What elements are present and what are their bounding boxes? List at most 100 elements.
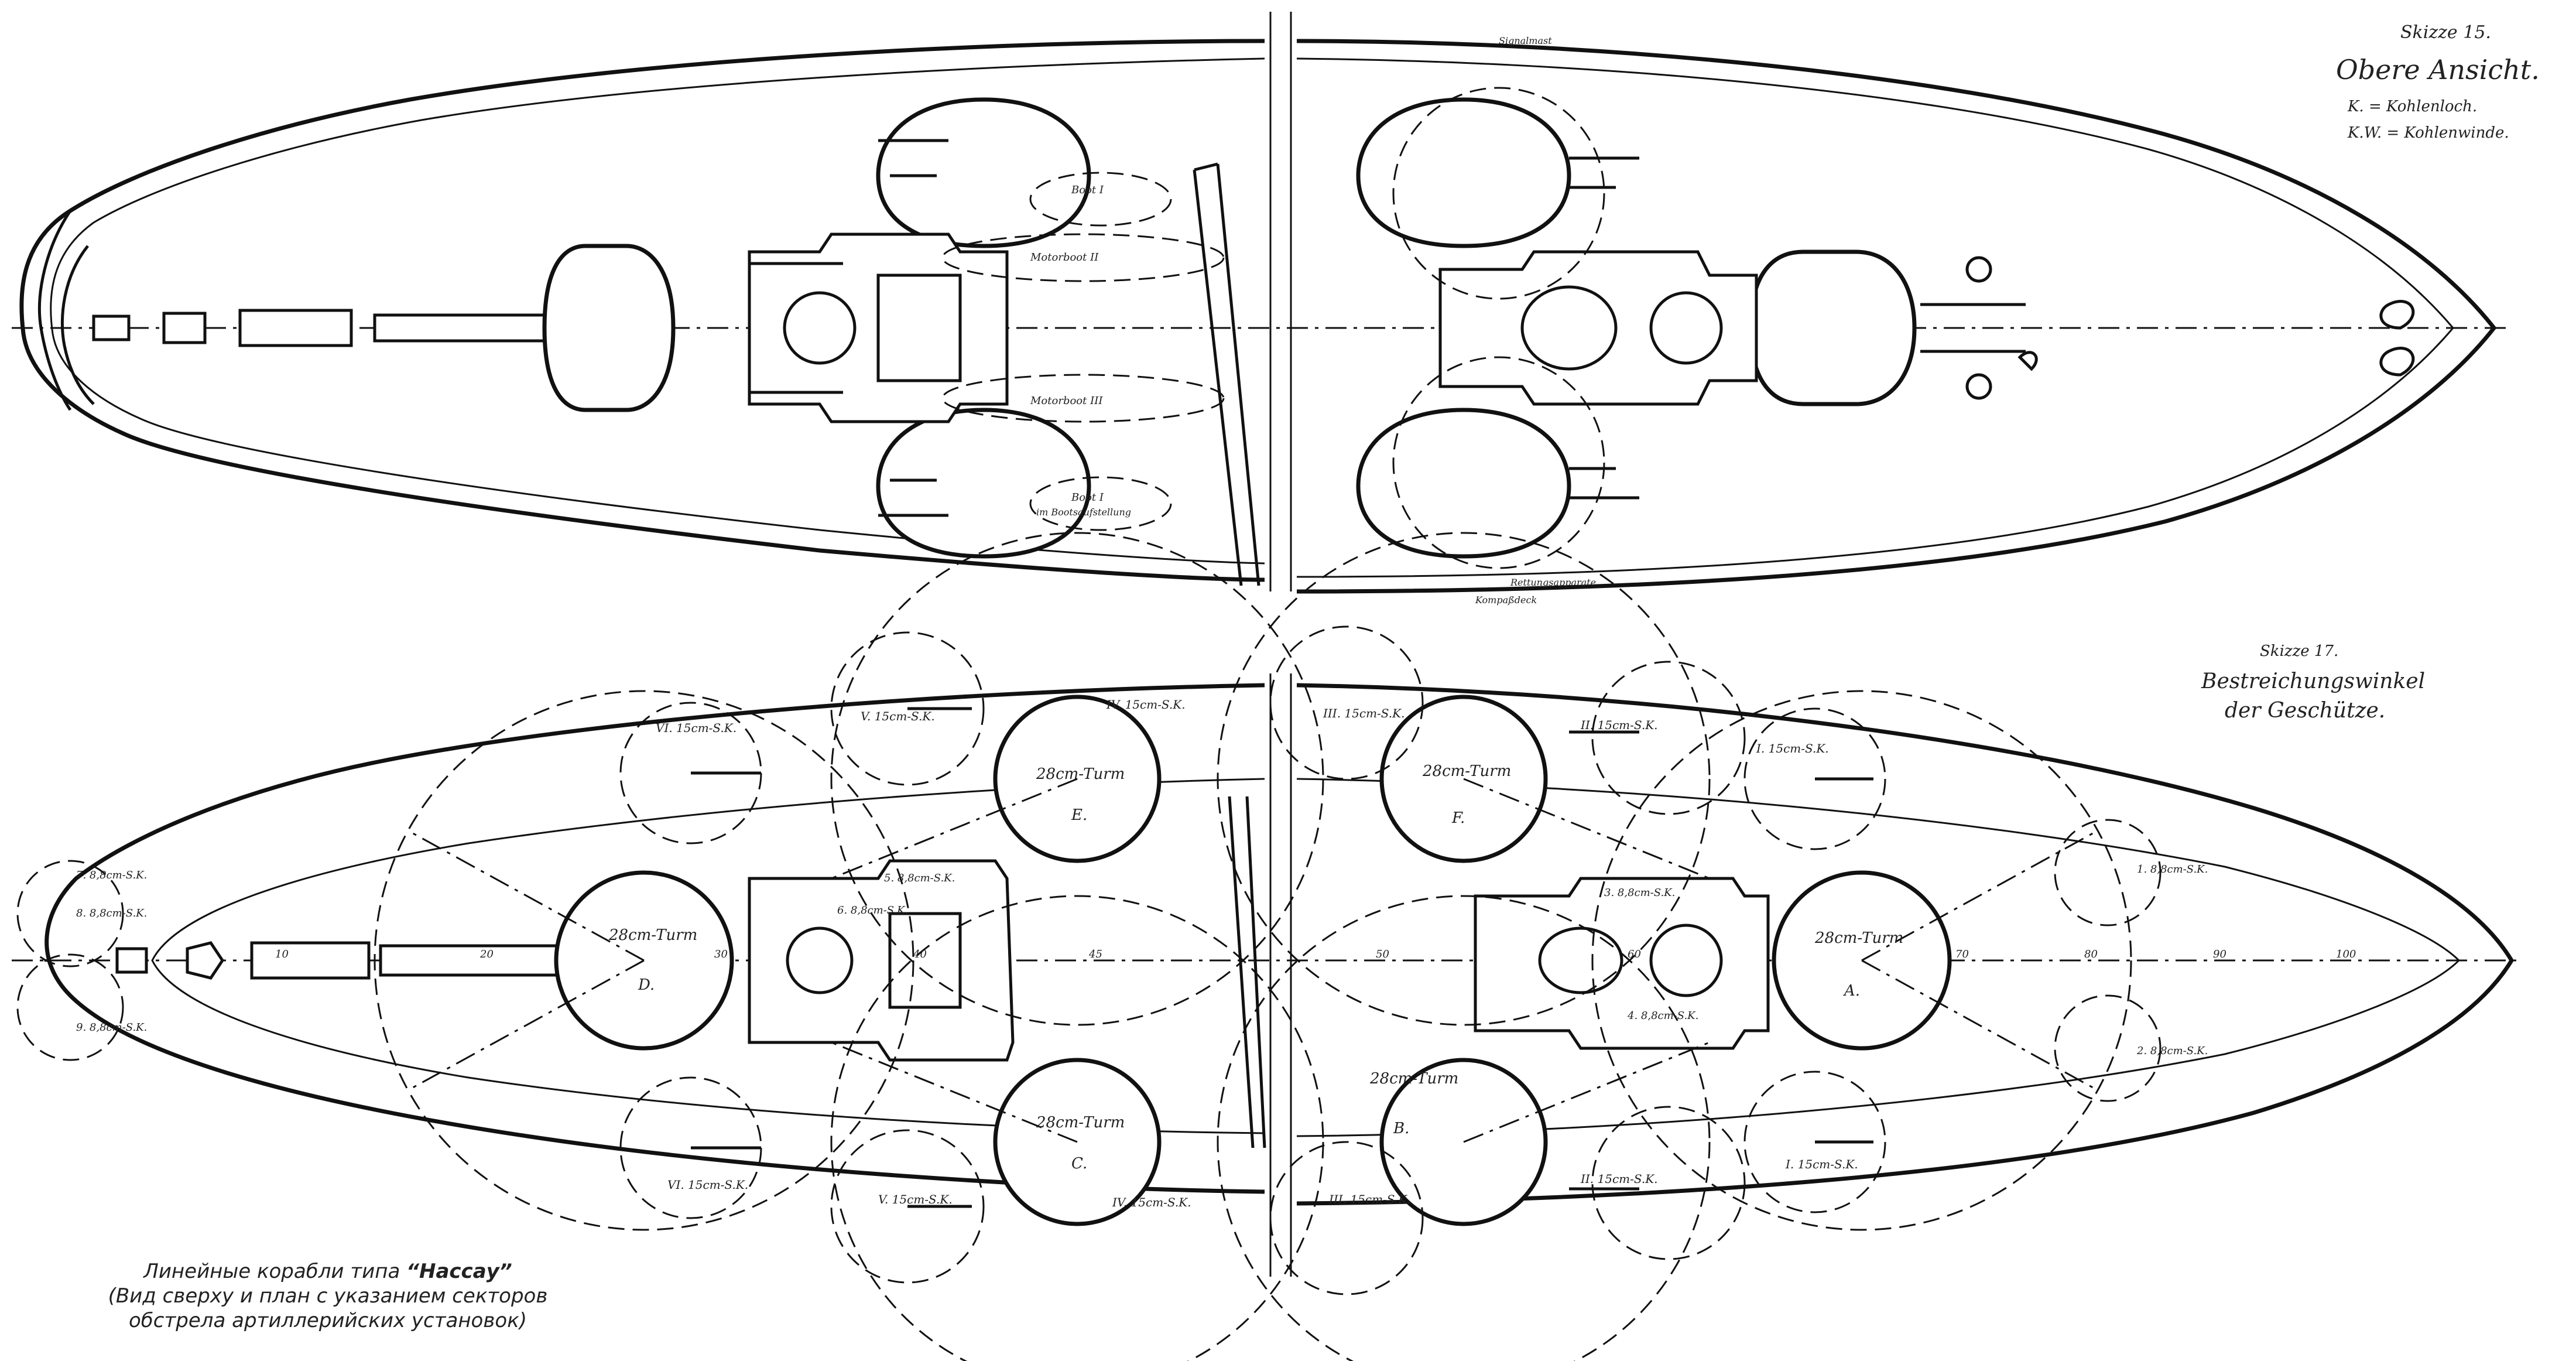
top-funnel-aft: [1649, 291, 1723, 365]
top-turret-fore: [542, 244, 676, 412]
top-label-signalmast: Signalmast: [1499, 35, 1552, 46]
top-stern-ring-1: [1965, 256, 1992, 283]
top-crane-left: [1193, 162, 1260, 586]
gun-label-15cm-i-port: I. 15cm-S.K.: [1756, 741, 1829, 755]
bottom-turret-label-a: 28cm-Turm: [1814, 929, 1903, 947]
gun-label-15cm-v-stbd: V. 15cm-S.K.: [878, 1192, 953, 1206]
top-turret-port-right: [1356, 97, 1571, 248]
gun-label-15cm-v-port: V. 15cm-S.K.: [861, 709, 935, 723]
frame-mark-60: 60: [1628, 948, 1641, 960]
bottom-turret-letter-e: E.: [1071, 806, 1087, 824]
top-bridge-block: [876, 273, 962, 382]
bottom-bow-fitting-2: [186, 941, 225, 980]
bottom-arc-rays: [409, 778, 2097, 1143]
gun-label-88-5: 5. 8,8cm-S.K.: [884, 872, 955, 884]
caption-line-1: Линейные корабли типа “Нассау”: [64, 1259, 591, 1284]
top-anchor-gear: [92, 314, 131, 341]
gun-label-88-9: 9. 8,8cm-S.K.: [76, 1021, 147, 1034]
caption-prefix: Линейные корабли типа: [143, 1260, 407, 1283]
top-turret-aft: [1748, 249, 1917, 406]
bottom-crane: [1228, 796, 1266, 1148]
caption-line-2: (Вид сверху и план с указанием секторов: [108, 1284, 548, 1308]
bottom-turret-letter-a: A.: [1843, 982, 1860, 1000]
bottom-bow-deckhouse: [250, 941, 371, 980]
gun-label-15cm-ii-port: II. 15cm-S.K.: [1580, 718, 1658, 732]
caption-line-3: обстрела артиллерийских установок): [129, 1309, 527, 1332]
top-turret-port-left: [876, 97, 1091, 248]
top-sheet-title: Obere Ansicht.: [2336, 54, 2540, 86]
gun-label-88-2: 2. 8,8cm-S.K.: [2136, 1045, 2208, 1057]
top-boat-4: [1029, 476, 1172, 531]
gun-label-15cm-ii-stbd: II. 15cm-S.K.: [1580, 1172, 1658, 1186]
gun-label-88-7: 7. 8,8cm-S.K.: [76, 869, 147, 881]
gun-label-15cm-iii-port: III. 15cm-S.K.: [1323, 706, 1405, 720]
frame-mark-45: 45: [1088, 948, 1102, 960]
frame-mark-50: 50: [1376, 948, 1389, 960]
bottom-hull-right: [1296, 683, 2515, 1206]
top-secondary-guns-right: [1569, 156, 2026, 500]
bottom-sheet-title-1: Bestreichungswinkel: [2201, 669, 2425, 693]
gun-label-15cm-i-stbd: I. 15cm-S.K.: [1785, 1157, 1858, 1171]
top-boat-3: [1029, 172, 1172, 227]
frame-mark-30: 30: [714, 948, 728, 960]
bottom-arcs-of-fire: [16, 532, 2161, 1361]
bottom-gun-barrel-fwd: [379, 944, 570, 977]
top-stern-fairlead-1: [2017, 351, 2038, 371]
bottom-bridge-left: [888, 912, 962, 1009]
top-hull-left-inner: [50, 57, 1265, 565]
bottom-bridge-aft: [1538, 926, 1623, 994]
top-bridge-aft: [1520, 285, 1618, 371]
gun-label-15cm-vi-port: VI. 15cm-S.K.: [656, 721, 737, 735]
top-sheet-legend-1: K. = Kohlenloch.: [2347, 98, 2477, 115]
top-label-boot-i: Boot I: [1071, 184, 1104, 196]
top-stern-bitt-2: [2379, 347, 2415, 377]
frame-mark-90: 90: [2213, 948, 2226, 960]
bottom-turret-letter-d: D.: [638, 976, 655, 994]
frame-mark-70: 70: [1955, 948, 1969, 960]
bottom-turret-letter-c: C.: [1071, 1155, 1087, 1172]
bottom-sheet-number: Skizze 17.: [2260, 642, 2338, 660]
top-secondary-guns-left: [749, 139, 948, 517]
bottom-secondary-guns: [691, 707, 1873, 1208]
bottom-sheet-title-2: der Geschütze.: [2225, 699, 2385, 723]
gun-label-15cm-iv-port: IV. 15cm-S.K.: [1106, 697, 1186, 712]
bottom-turret-label-d: 28cm-Turm: [608, 926, 697, 944]
gun-label-88-4: 4. 8,8cm-S.K.: [1627, 1010, 1698, 1022]
top-hull-left: [19, 39, 1265, 582]
bottom-turret-label-b: 28cm-Turm: [1369, 1070, 1458, 1088]
top-turret-stbd-right: [1356, 408, 1571, 559]
top-funnel-fore: [783, 291, 857, 365]
top-gun-barrel-fwd: [373, 313, 570, 343]
top-label-rettungsapparate: Rettungsapparate: [1510, 577, 1596, 588]
caption-ship-name: “Нассау”: [406, 1260, 512, 1283]
bottom-turret-label-c: 28cm-Turm: [1036, 1114, 1125, 1131]
frame-mark-20: 20: [479, 948, 494, 960]
figure-caption: Линейные корабли типа “Нассау” (Вид свер…: [64, 1259, 591, 1333]
bottom-turret-label-f: 28cm-Turm: [1422, 762, 1511, 780]
gun-label-15cm-vi-stbd: VI. 15cm-S.K.: [667, 1178, 748, 1192]
top-label-boot-i-2: Boot I: [1071, 491, 1104, 504]
top-bow-deckhouse: [238, 309, 353, 347]
top-sheet-number: Skizze 15.: [2400, 22, 2491, 43]
gun-label-88-8: 8. 8,8cm-S.K.: [76, 907, 147, 919]
top-plan-view: Skizze 15. Obere Ansicht. K. = Kohlenloc…: [12, 12, 2540, 606]
frame-mark-40: 40: [913, 948, 927, 960]
bottom-superstructure-left: [748, 859, 1015, 1062]
top-capstan: [162, 312, 207, 344]
top-label-kompassdeck: Kompaßdeck: [1475, 594, 1537, 606]
gun-label-88-6: 6. 8,8cm-S.K.: [837, 904, 908, 917]
top-arc-right-1: [1392, 87, 1605, 300]
bottom-deck-line-left: [151, 778, 1265, 1134]
top-sheet-legend-2: K.W. = Kohlenwinde.: [2347, 124, 2509, 142]
frame-mark-80: 80: [2084, 948, 2098, 960]
bottom-turret-label-e: 28cm-Turm: [1036, 765, 1125, 783]
bottom-turret-letter-f: F.: [1451, 809, 1465, 827]
top-label-motorboot-ii: Motorboot II: [1030, 251, 1099, 264]
top-boat-1: [941, 233, 1225, 282]
top-boat-2: [941, 374, 1225, 423]
frame-mark-10: 10: [275, 948, 289, 960]
bottom-turret-letter-b: B.: [1393, 1120, 1409, 1137]
top-stern-ring-2: [1965, 373, 1992, 400]
top-arc-right-2: [1392, 356, 1605, 569]
